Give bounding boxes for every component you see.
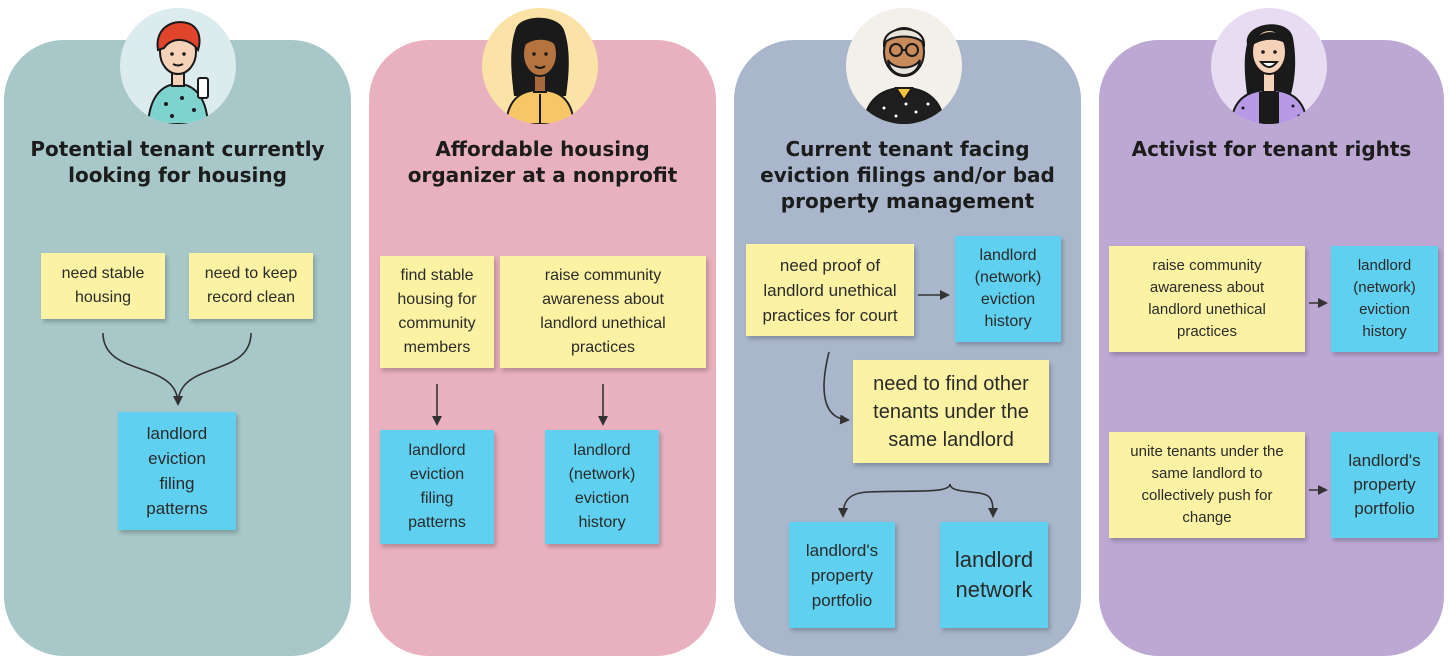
data-note: landlord's property portfolio [1331,432,1438,538]
need-note: need proof of landlord unethical practic… [746,244,914,336]
need-note: unite tenants under the same landlord to… [1109,432,1305,538]
need-note: need to keep record clean [189,253,313,319]
data-note: landlord's property portfolio [789,522,895,628]
data-note: landlord (network) eviction history [955,236,1061,342]
persona-title: Affordable housing organizer at a nonpro… [407,137,678,187]
data-note: landlord eviction filing patterns [380,430,494,544]
persona-title: Potential tenant currently looking for h… [30,137,325,187]
need-note: find stable housing for community member… [380,256,494,368]
persona-panel-potential-tenant [4,40,351,656]
data-note: landlord (network) eviction history [545,430,659,544]
need-note: need stable housing [41,253,165,319]
persona-title: Activist for tenant rights [1131,137,1412,161]
avatar-activist [1211,8,1327,124]
data-note: landlord (network) eviction history [1331,246,1438,352]
need-note: need to find other tenants under the sam… [853,360,1049,463]
avatar-housing-organizer [482,8,598,124]
persona-title: Current tenant facing eviction filings a… [760,137,1055,213]
data-note: landlord eviction filing patterns [118,412,236,530]
data-note: landlord network [940,522,1048,628]
need-note: raise community awareness about landlord… [500,256,706,368]
avatar-potential-tenant [120,8,236,124]
need-note: raise community awareness about landlord… [1109,246,1305,352]
avatar-current-tenant [846,8,962,124]
